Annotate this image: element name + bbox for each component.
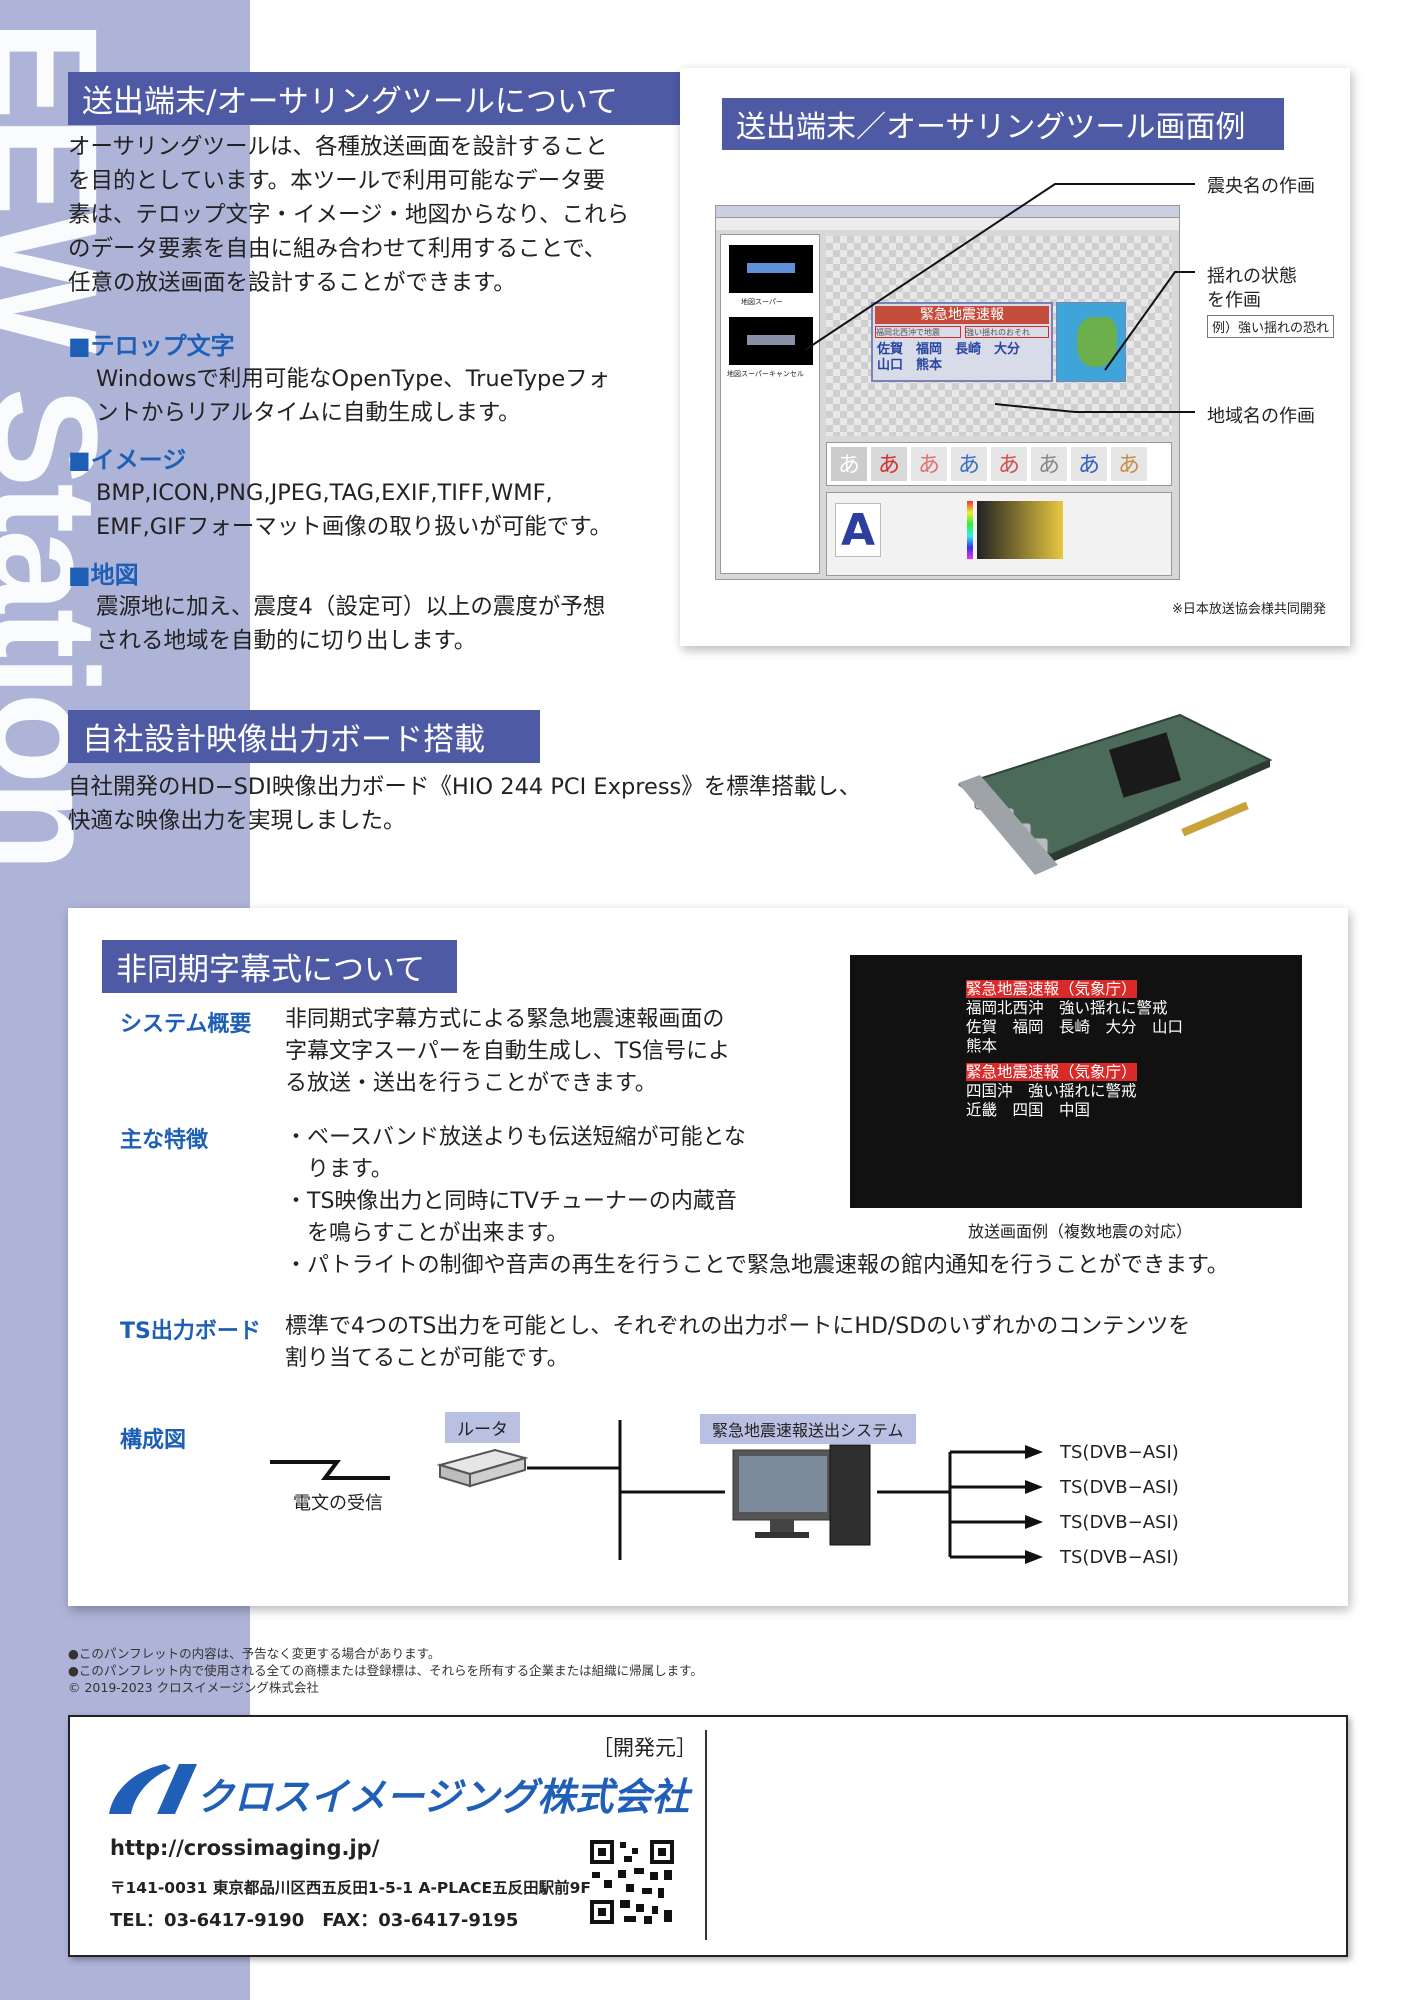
intro-line: 素は、テロップ文字・イメージ・地図からなり、これら [68,202,630,228]
ts-board-label: TS出力ボード [120,1319,261,1344]
section-title-board: 自社設計映像出力ボード搭載 [68,710,540,763]
intro-line: のデータ要素を自由に組み合わせて利用することで、 [68,236,607,262]
authoring-screenshot: 地図スーパー 地図スーパーキャンセル 緊急地震速報 福岡北西沖で地震 強い揺れの… [715,205,1180,580]
cooperation-note: ※日本放送協会様共同開発 [1172,602,1326,617]
thumb-label: 地図スーパーキャンセル [727,370,804,378]
subhead-map: ■地図 [68,561,139,589]
image-desc: BMP,ICON,PNG,JPEG,TAG,EXIF,TIFF,WMF, EMF… [96,480,612,540]
subhead-telop: ■テロップ文字 [68,332,235,360]
ts-board-text: 標準で4つのTS出力を可能とし、それぞれの出力ポートにHD/SDのいずれかのコン… [285,1314,1191,1371]
thumb-label: 地図スーパー [741,298,783,306]
quake-card: 緊急地震速報 福岡北西沖で地震 強い揺れのおそれ 佐賀 福岡 長崎 大分 山口 … [871,302,1053,382]
ts-output-4: TS(DVB−ASI) [1060,1547,1179,1568]
qr-code [590,1840,674,1924]
shake-box: 強い揺れのおそれ [965,326,1049,338]
system-tag: 緊急地震速報送出システム [700,1414,916,1444]
quake-banner: 緊急地震速報 [875,306,1049,324]
developer-label: ［開発元］ [592,1736,697,1760]
features-text: ・ベースバンド放送よりも伝送短縮が可能とな ります。 ・TS映像出力と同時にTV… [285,1125,1229,1278]
router-tag: ルータ [445,1412,520,1443]
callout-shake-2: を作画 [1207,290,1261,311]
callout-lines [804,183,1195,413]
callout-shake: 揺れの状態 [1207,266,1297,287]
subhead-image: ■イメージ [68,446,187,474]
intro-line: を目的としています。本ツールで利用可能なデータ要 [68,168,606,194]
footnotes: ●このパンフレットの内容は、予告なく変更する場合があります。 ●このパンフレット… [68,1646,703,1695]
company-url[interactable]: http://crossimaging.jp/ [110,1836,380,1860]
callout-epicenter: 震央名の作画 [1207,176,1315,197]
section-title-authoring: 送出端末/オーサリングツールについて [68,72,680,125]
intro-line: オーサリングツールは、各種放送画面を設計すること [68,134,608,160]
intro-line: 任意の放送画面を設計することができます。 [68,270,516,296]
glyph-strip: あ あ あ あ あ あ あ あ [826,442,1172,486]
pcie-board-image [957,713,1273,875]
config-diagram [270,1420,1043,1564]
map-thumb [1056,302,1126,382]
ts-output-3: TS(DVB−ASI) [1060,1512,1179,1533]
tv-caption: 放送画面例（複数地震の対応） [968,1222,1193,1241]
callout-shake-example: 例）強い揺れの恐れ [1207,315,1335,338]
map-desc: 震源地に加え、震度4（設定可）以上の震度が予想 される地域を自動的に切り出します… [96,594,606,654]
ts-output-1: TS(DVB−ASI) [1060,1442,1179,1463]
company-box [68,1715,1348,1957]
telop-desc: Windowsで利用可能なOpenType、TrueTypeフォ ントからリアル… [96,366,611,426]
company-address: 〒141-0031 東京都品川区西五反田1-5-1 A-PLACE五反田駅前9F [110,1879,591,1897]
property-panel: A [826,492,1172,576]
ts-output-2: TS(DVB−ASI) [1060,1477,1179,1498]
company-name: クロスイメージング株式会社 [196,1775,690,1819]
example-panel-title: 送出端末／オーサリングツール画面例 [722,98,1284,150]
tv-alert-header: 緊急地震速報（気象庁） [966,980,1137,998]
section-title-async: 非同期字幕式について [102,940,457,993]
company-phone: TEL：03-6417-9190 FAX：03-6417-9195 [110,1910,519,1931]
receive-label: 電文の受信 [293,1493,383,1514]
diagram-label: 構成図 [120,1428,187,1453]
overview-text: 非同期式字幕方式による緊急地震速報画面の 字幕文字スーパーを自動生成し、TS信号… [285,1007,731,1096]
epicenter-box: 福岡北西沖で地震 [875,326,961,338]
authoring-intro: オーサリングツールは、各種放送画面を設計すること を目的としています。本ツールで… [68,130,668,300]
overview-label: システム概要 [120,1012,252,1037]
thumb-list: 地図スーパー 地図スーパーキャンセル [720,234,820,574]
broadcast-screen-example: 緊急地震速報（気象庁） 福岡北西沖 強い揺れに警戒 佐賀 福岡 長崎 大分 山口… [850,955,1302,1208]
company-logo-mark [109,1764,197,1814]
tv-alert-header: 緊急地震速報（気象庁） [966,1063,1137,1081]
board-desc: 自社開発のHD−SDI映像出力ボード《HIO 244 PCI Express》を… [68,774,862,834]
features-label: 主な特徴 [120,1128,209,1153]
regions-box: 佐賀 福岡 長崎 大分 山口 熊本 [877,342,1021,373]
callout-region: 地域名の作画 [1207,406,1315,427]
